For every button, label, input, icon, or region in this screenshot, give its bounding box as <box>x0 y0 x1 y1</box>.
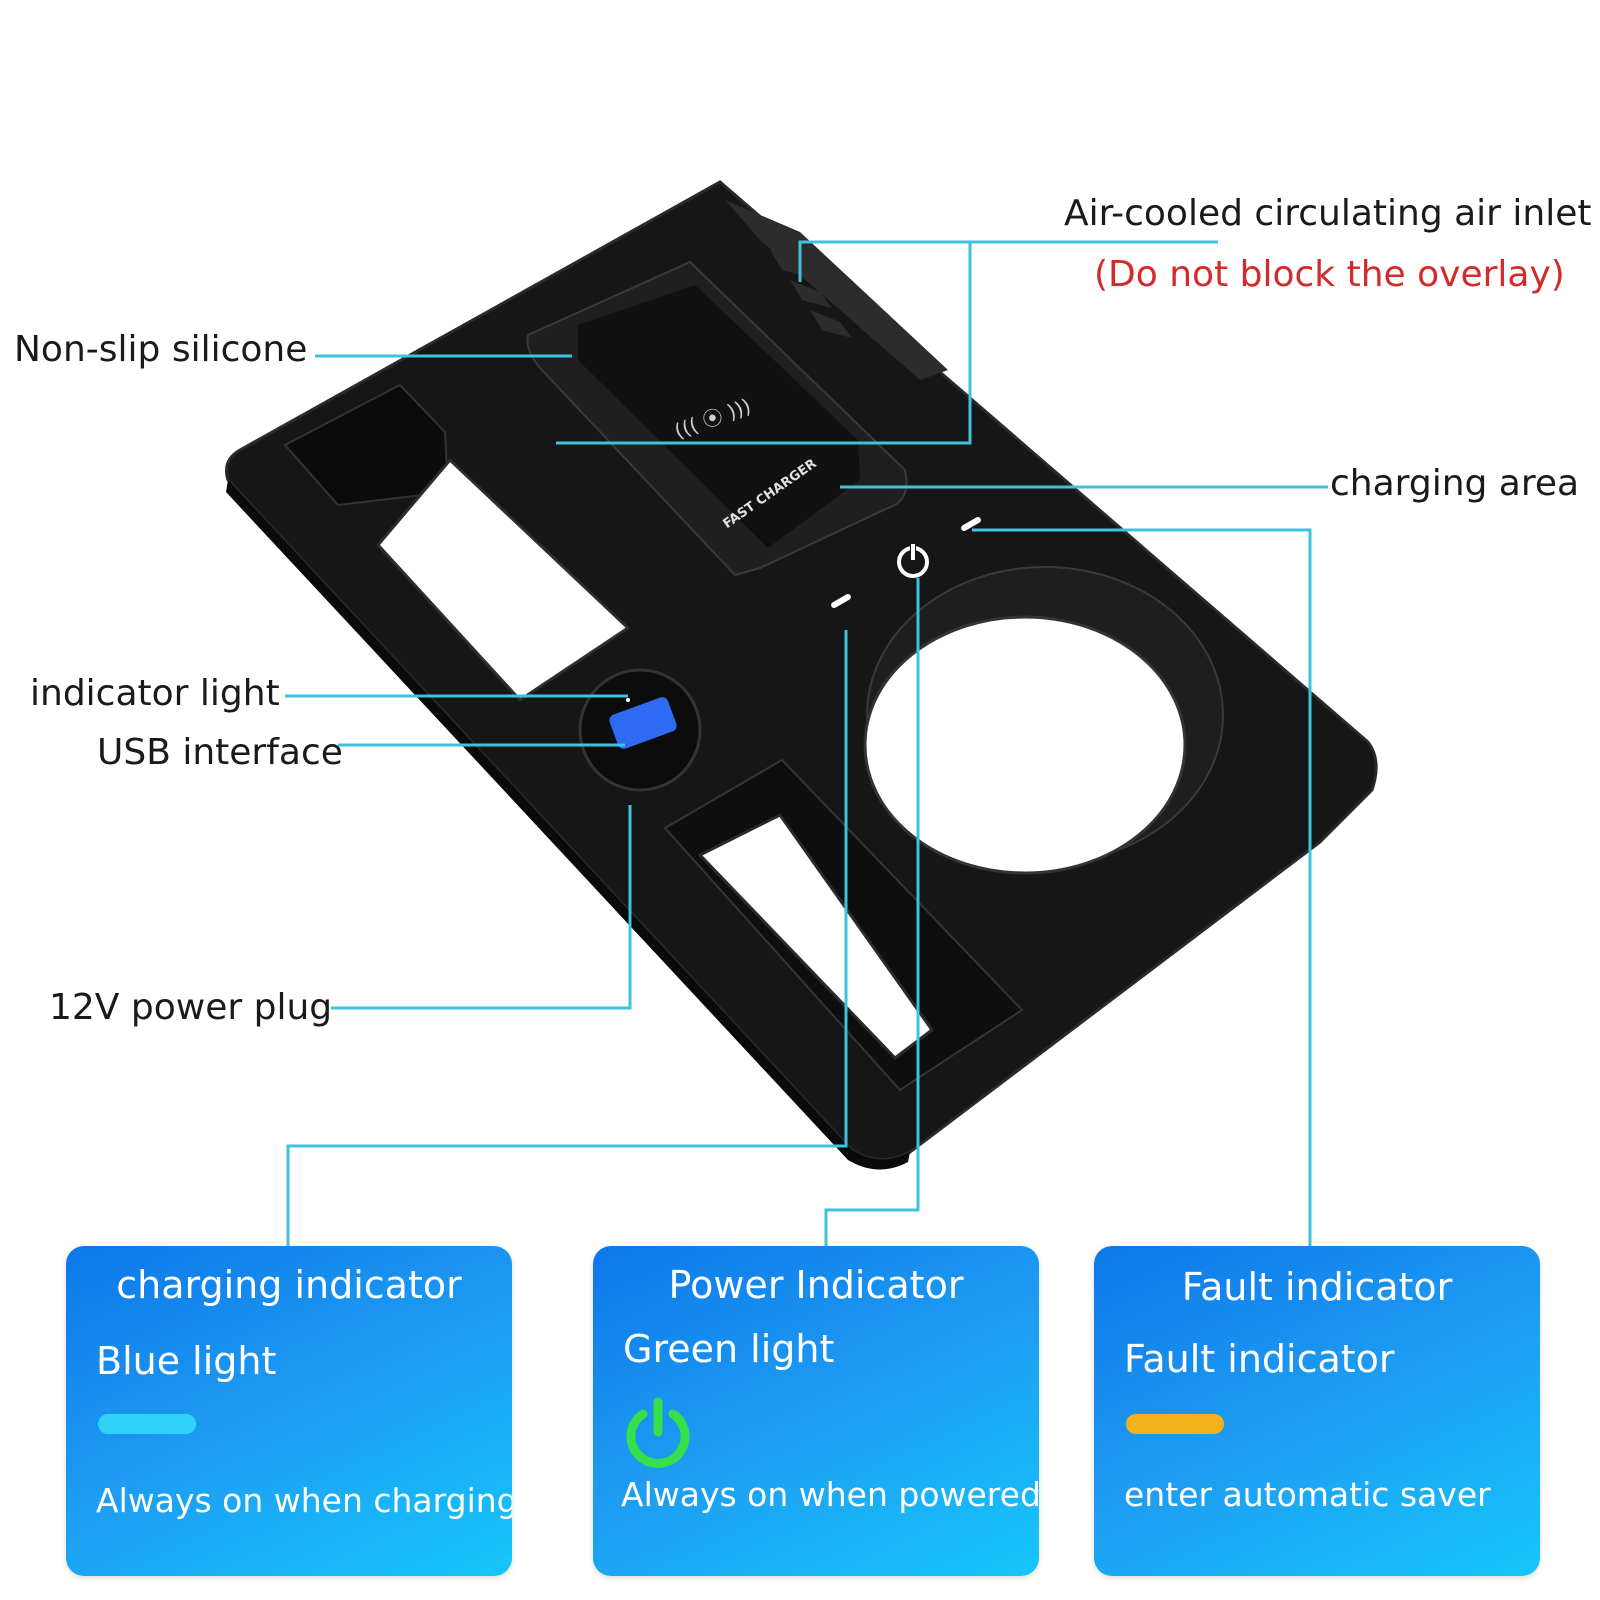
fault-indicator-card: Fault indicator Fault indicator enter au… <box>1094 1246 1540 1576</box>
card-description: enter automatic saver <box>1124 1475 1491 1514</box>
card-title: Fault indicator <box>1181 1265 1453 1309</box>
card-subtitle: Fault indicator <box>1124 1337 1395 1381</box>
label-usb-interface: USB interface <box>97 732 343 773</box>
charging-indicator-card: charging indicator Blue light Always on … <box>66 1246 512 1576</box>
line-fault-indicator <box>972 528 1312 1246</box>
blue-light-bar <box>98 1414 196 1434</box>
label-charging-area: charging area <box>1330 463 1580 504</box>
card-subtitle: Green light <box>623 1327 835 1371</box>
label-air-inlet: Air-cooled circulating air inlet <box>1064 193 1592 234</box>
line-power-indicator <box>824 578 920 1246</box>
line-charging-indicator <box>286 630 848 1246</box>
label-air-inlet-warning: (Do not block the overlay) <box>1094 254 1565 295</box>
card-title: Power Indicator <box>668 1263 964 1307</box>
charger-panel: ((( ⦿ ))) FAST CHARGER <box>225 180 1378 1170</box>
usb-port <box>578 668 702 792</box>
device-leds <box>831 517 981 608</box>
card-description: Always on when powered <box>621 1475 1039 1514</box>
charging-pad: ((( ⦿ ))) FAST CHARGER <box>526 260 908 577</box>
power-indicator-card: Power Indicator Green light Always on wh… <box>593 1246 1039 1576</box>
air-inlet-vents <box>725 200 948 380</box>
card-title: charging indicator <box>116 1263 462 1307</box>
bottom-storage-slot <box>663 758 1024 1092</box>
line-power-plug <box>331 805 632 1010</box>
left-storage-slot <box>283 383 631 702</box>
card-description: Always on when charging <box>96 1481 512 1520</box>
cup-holder <box>863 566 1224 875</box>
power-icon <box>626 1397 690 1468</box>
orange-light-bar <box>1126 1414 1224 1434</box>
label-indicator-light: indicator light <box>30 673 280 714</box>
label-power-plug: 12V power plug <box>49 987 333 1028</box>
line-air-inlet-2 <box>556 242 972 445</box>
line-air-inlet <box>798 240 1218 282</box>
card-subtitle: Blue light <box>96 1339 277 1383</box>
leader-lines <box>285 240 1328 1246</box>
label-non-slip: Non-slip silicone <box>14 329 308 370</box>
